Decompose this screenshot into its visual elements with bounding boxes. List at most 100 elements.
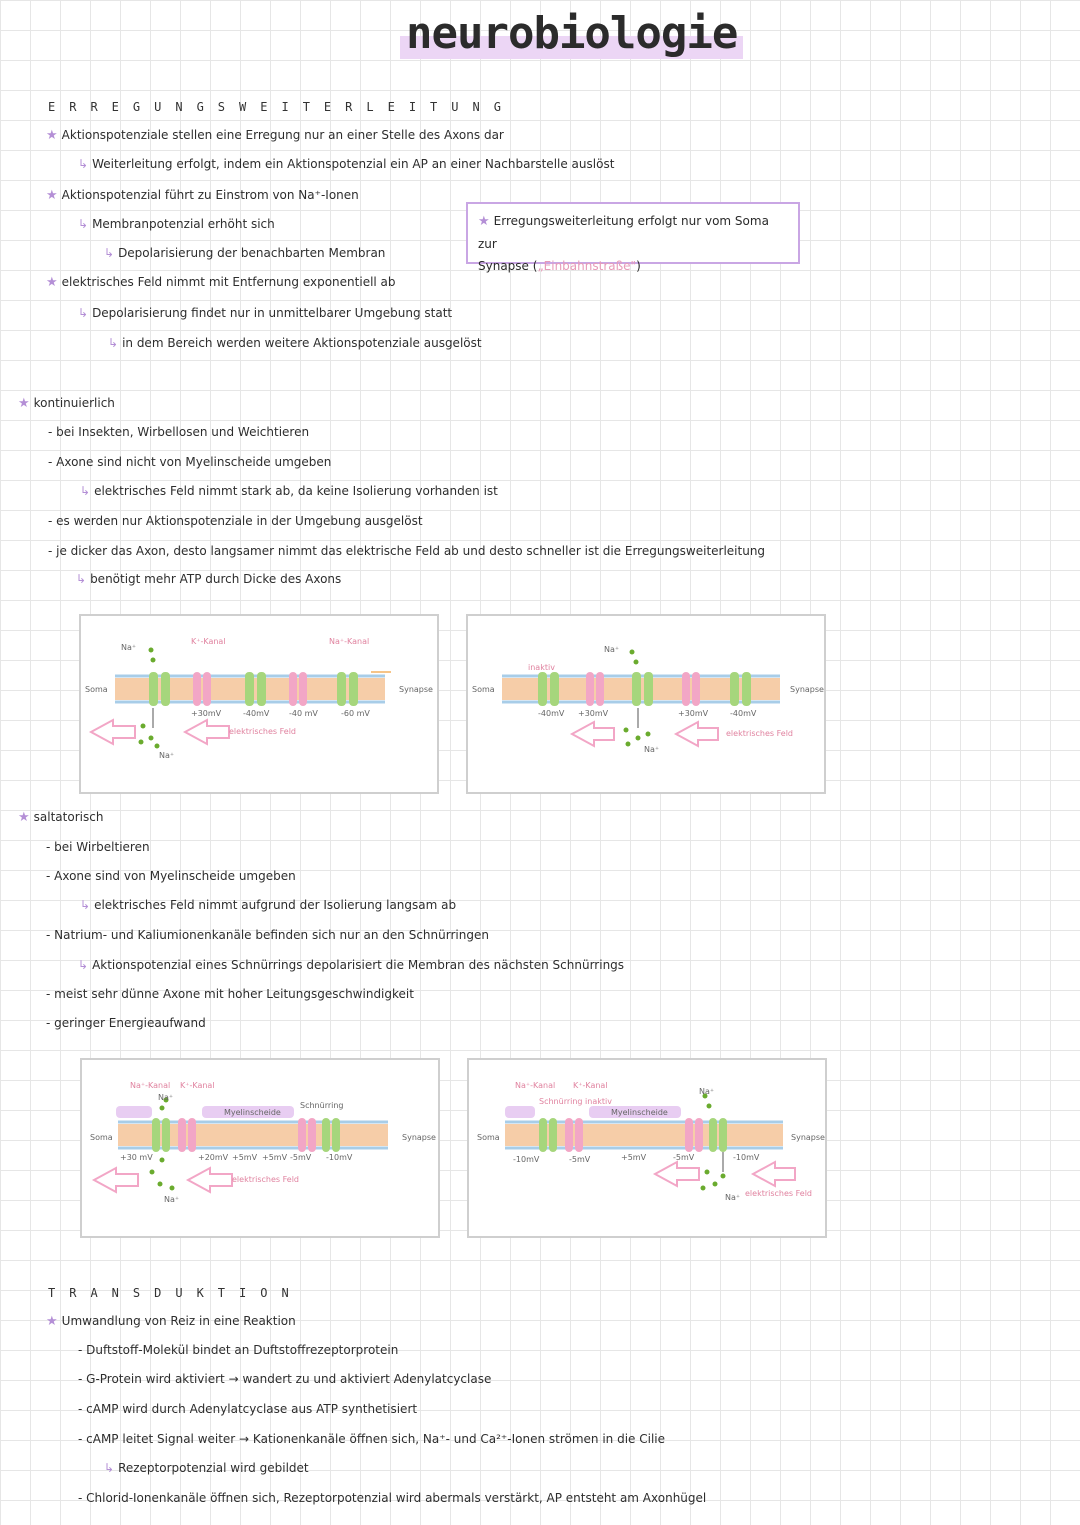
efeld-label: elektrisches Feld xyxy=(745,1189,812,1198)
text-line: ↳Depolarisierung der benachbarten Membra… xyxy=(104,246,386,260)
synapse-label: Synapse xyxy=(790,685,824,694)
na-label: Na⁺ xyxy=(159,751,174,760)
text-line: - es werden nur Aktionspotenziale in der… xyxy=(48,514,423,528)
arrow-icon: ↳ xyxy=(76,572,87,586)
mv-label: -5mV xyxy=(290,1153,312,1162)
k-channel-icon xyxy=(586,672,604,706)
mv-label: -5mV xyxy=(673,1153,695,1162)
na-channel-icon xyxy=(709,1118,727,1152)
section-heading-erregungsweiterleitung: ERREGUNGSWEITERLEITUNG xyxy=(48,100,515,114)
text-line: ↳elektrisches Feld nimmt stark ab, da ke… xyxy=(80,484,498,498)
myelin-sheath xyxy=(202,1106,294,1118)
na-channel-icon xyxy=(152,1118,170,1152)
mv-label: -40mV xyxy=(538,709,565,718)
na-channel-icon xyxy=(538,672,559,706)
na-label: Na⁺ xyxy=(121,643,136,652)
myelin-sheath xyxy=(116,1106,152,1118)
text-line: ↳Rezeptorpotenzial wird gebildet xyxy=(104,1461,309,1475)
text-line: ★Umwandlung von Reiz in eine Reaktion xyxy=(46,1314,296,1329)
mv-label: +5mV xyxy=(621,1153,647,1162)
efeld-label: elektrisches Feld xyxy=(726,729,793,738)
na-kanal-label: Na⁺-Kanal xyxy=(515,1081,555,1090)
k-kanal-label: K⁺-Kanal xyxy=(180,1081,215,1090)
text-line: ★Aktionspotenzial führt zu Einstrom von … xyxy=(46,188,359,203)
na-channel-icon xyxy=(149,672,170,706)
text-line: - Natrium- und Kaliumionenkanäle befinde… xyxy=(46,928,489,942)
na-label: Na⁺ xyxy=(604,645,619,654)
text-line: ↳benötigt mehr ATP durch Dicke des Axons xyxy=(76,572,342,586)
soma-label: Soma xyxy=(90,1133,113,1142)
text-line: ↳elektrisches Feld nimmt aufgrund der Is… xyxy=(80,898,457,912)
synapse-label: Synapse xyxy=(402,1133,436,1142)
k-kanal-label: K⁺-Kanal xyxy=(191,637,226,646)
arrow-icon: ↳ xyxy=(108,336,119,350)
text-line: ★elektrisches Feld nimmt mit Entfernung … xyxy=(46,275,396,290)
na-channel-icon xyxy=(337,672,358,706)
star-icon: ★ xyxy=(46,128,58,143)
diagram-svg: Soma Synapse Na⁺ Na⁺ K⁺-Kanal Na⁺-Kanal … xyxy=(85,637,433,760)
k-channel-icon xyxy=(178,1118,196,1152)
k-channel-icon xyxy=(682,672,700,706)
k-channel-icon xyxy=(685,1118,703,1152)
na-label: Na⁺ xyxy=(699,1087,714,1096)
text-line: - Duftstoff-Molekül bindet an Duftstoffr… xyxy=(78,1343,399,1357)
text-line: - G-Protein wird aktiviert → wandert zu … xyxy=(78,1372,492,1386)
subsection-heading-kontinuierlich: ★kontinuierlich xyxy=(18,396,115,411)
text-line: - meist sehr dünne Axone mit hoher Leitu… xyxy=(46,987,414,1001)
text-line: - Axone sind von Myelinscheide umgeben xyxy=(46,869,296,883)
arrow-icon: ↳ xyxy=(78,958,89,972)
star-icon: ★ xyxy=(46,275,58,290)
soma-label: Soma xyxy=(472,685,495,694)
text-line: ↳Weiterleitung erfolgt, indem ein Aktion… xyxy=(78,157,615,171)
diagram-svg: Soma Synapse Na⁺-Kanal K⁺-Kanal Na⁺ Na⁺ … xyxy=(477,1081,825,1202)
na-channel-icon xyxy=(730,672,751,706)
mv-label: +30mV xyxy=(578,709,609,718)
mv-label: +5mV xyxy=(232,1153,258,1162)
mv-label: +20mV xyxy=(198,1153,229,1162)
na-channel-icon xyxy=(245,672,266,706)
mv-label: +30 mV xyxy=(120,1153,153,1162)
schnuerring-label: Schnürring xyxy=(300,1101,344,1110)
k-channel-icon xyxy=(289,672,307,706)
text-line: - cAMP wird durch Adenylatcyclase aus AT… xyxy=(78,1402,418,1416)
arrow-icon: ↳ xyxy=(104,1461,115,1475)
text-line: - bei Wirbeltieren xyxy=(46,840,150,854)
na-label: Na⁺ xyxy=(158,1093,173,1102)
k-channel-icon xyxy=(193,672,211,706)
mv-label: -40mV xyxy=(730,709,757,718)
text-line: - geringer Energieaufwand xyxy=(46,1016,206,1030)
note-box: ★Erregungsweiterleitung erfolgt nur vom … xyxy=(466,202,800,273)
star-icon: ★ xyxy=(46,188,58,203)
text-line: - Axone sind nicht von Myelinscheide umg… xyxy=(48,455,332,469)
na-channel-icon xyxy=(539,1118,557,1152)
page-title: neurobiologie xyxy=(400,8,744,59)
na-channel-icon xyxy=(322,1118,340,1152)
k-channel-icon xyxy=(565,1118,583,1152)
text-line: - je dicker das Axon, desto langsamer ni… xyxy=(48,544,766,558)
na-label: Na⁺ xyxy=(164,1195,179,1204)
star-icon: ★ xyxy=(478,214,490,229)
text-line: ↳Aktionspotenzial eines Schnürrings depo… xyxy=(78,958,625,972)
mv-label: +30mV xyxy=(191,709,222,718)
mv-label: -40 mV xyxy=(289,709,318,718)
mv-label: -10mV xyxy=(513,1155,540,1164)
text-line: - Chlorid-Ionenkanäle öffnen sich, Rezep… xyxy=(78,1491,707,1505)
star-icon: ★ xyxy=(18,810,30,825)
na-label: Na⁺ xyxy=(644,745,659,754)
soma-label: Soma xyxy=(477,1133,500,1142)
arrow-icon: ↳ xyxy=(80,484,91,498)
efeld-label: elektrisches Feld xyxy=(229,727,296,736)
synapse-label: Synapse xyxy=(791,1133,825,1142)
soma-label: Soma xyxy=(85,685,108,694)
mv-label: -10mV xyxy=(326,1153,353,1162)
arrow-icon: ↳ xyxy=(78,217,89,231)
text-line: - bei Insekten, Wirbellosen und Weichtie… xyxy=(48,425,310,439)
na-channel-icon xyxy=(632,672,653,706)
mv-label: -5mV xyxy=(569,1155,591,1164)
arrow-icon: ↳ xyxy=(78,306,89,320)
synapse-label: Synapse xyxy=(399,685,433,694)
mv-label: -60 mV xyxy=(341,709,370,718)
diagram-svg: Soma Synapse Na⁺-Kanal K⁺-Kanal Na⁺ Na⁺ … xyxy=(90,1081,436,1204)
na-kanal-label: Na⁺-Kanal xyxy=(329,637,369,646)
text-line: ↳in dem Bereich werden weitere Aktionspo… xyxy=(108,336,482,350)
